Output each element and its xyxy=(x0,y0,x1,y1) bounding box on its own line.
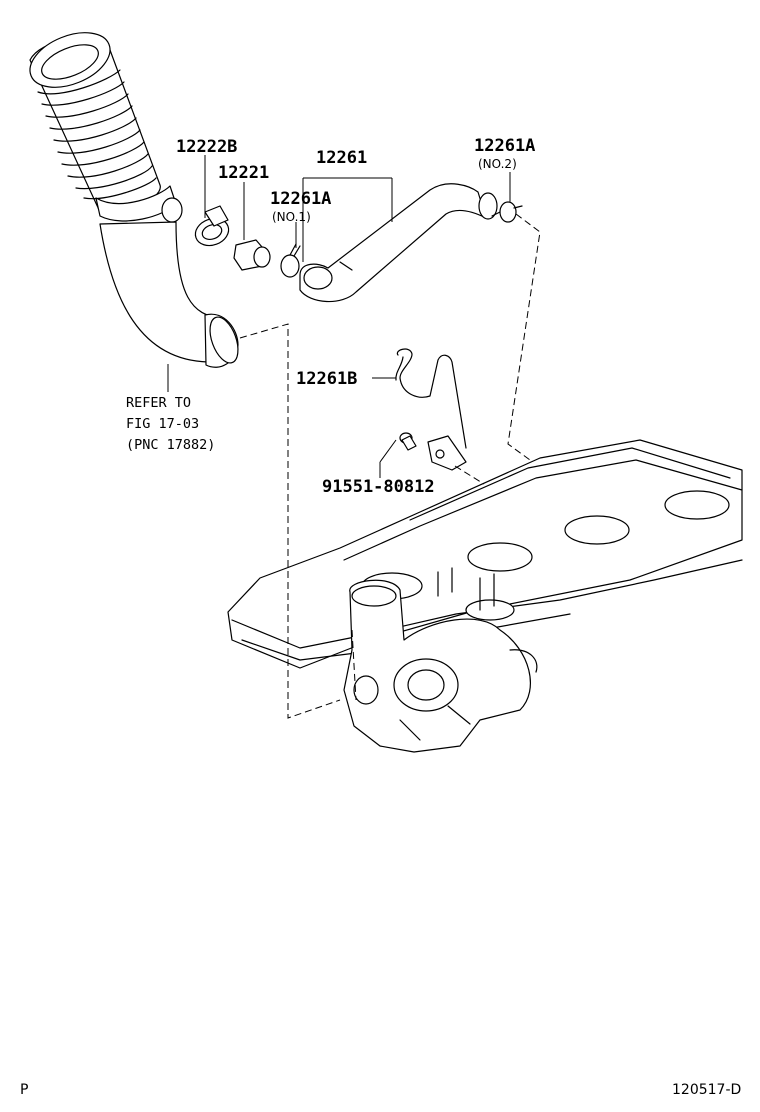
label-12261b: 12261B xyxy=(296,369,357,389)
engine-block xyxy=(227,439,743,753)
label-bolt: 91551-80812 xyxy=(322,477,435,497)
label-12261a-no1-sub: (NO.1) xyxy=(272,210,311,224)
label-12221: 12221 xyxy=(218,163,269,183)
label-12261: 12261 xyxy=(316,148,367,168)
corner-left-label: P xyxy=(20,1082,28,1098)
refer-line-1: REFER TO xyxy=(126,395,191,411)
label-12261a-no2-sub: (NO.2) xyxy=(478,157,517,171)
breather-hose-12261 xyxy=(299,177,498,303)
refer-line-2: FIG 17-03 xyxy=(126,416,199,432)
refer-line-3: (PNC 17882) xyxy=(126,437,215,453)
bolt-91551 xyxy=(379,432,417,478)
label-12261a-no1: 12261A xyxy=(270,189,331,209)
corner-right-label: 120517-D xyxy=(672,1082,741,1098)
clamp-12222b xyxy=(194,155,230,247)
clip-12261a-no2 xyxy=(491,172,523,223)
label-12261a-no2: 12261A xyxy=(474,136,535,156)
wire-12261b xyxy=(372,348,467,471)
label-12222b: 12222B xyxy=(176,137,237,157)
intake-hose xyxy=(29,32,239,368)
clip-12261a-no1 xyxy=(280,222,301,278)
dashed-guides xyxy=(239,213,541,719)
union-12221 xyxy=(233,182,271,271)
